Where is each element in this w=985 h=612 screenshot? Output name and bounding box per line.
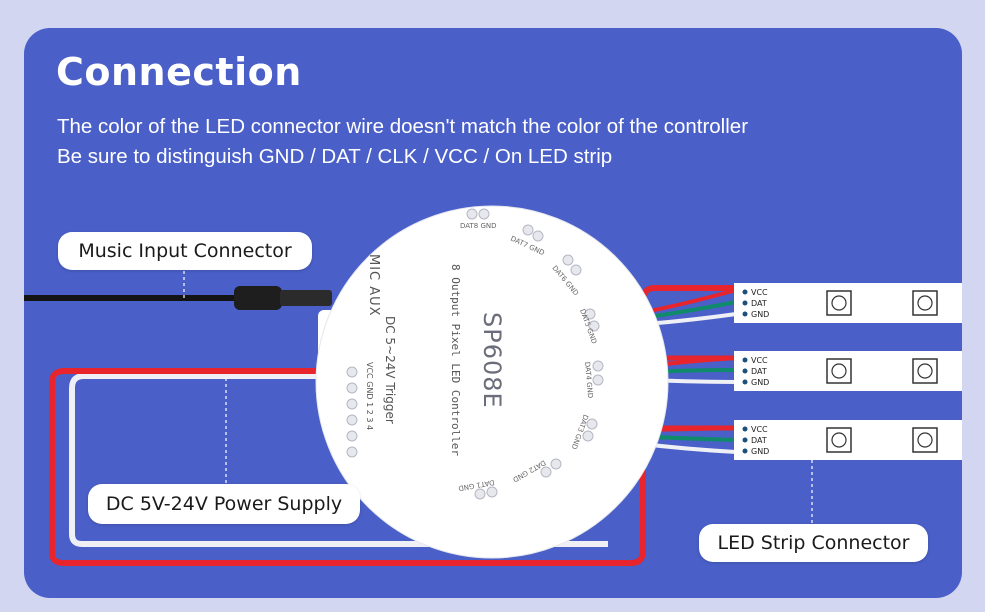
strip-1-dat: DAT (751, 299, 767, 308)
subtitle-line-1: The color of the LED connector wire does… (57, 115, 749, 138)
strip-1-vcc: VCC (751, 288, 768, 297)
page-title: Connection (56, 50, 302, 94)
controller-subtitle: 8 Output Pixel LED Controller (449, 264, 462, 456)
strip-1-gnd: GND (751, 310, 769, 319)
controller-power-label: DC 5~24V Trigger (383, 316, 397, 424)
output-label-8: DAT8 GND (460, 222, 497, 230)
music-input-label: Music Input Connector (58, 232, 312, 270)
strip-3-dat: DAT (751, 436, 767, 445)
controller-trigger-pins: VCC GND 1 2 3 4 (365, 362, 374, 430)
power-supply-label: DC 5V-24V Power Supply (88, 484, 360, 524)
subtitle-line-2: Be sure to distinguish GND / DAT / CLK /… (57, 145, 613, 168)
controller-model: SP608E (478, 312, 506, 409)
strip-3-vcc: VCC (751, 425, 768, 434)
power-wire-white (69, 373, 608, 547)
led-strip-3: VCC DAT GND (734, 420, 962, 460)
connection-panel: Connection The color of the LED connecto… (24, 28, 962, 598)
strip-2-vcc: VCC (751, 356, 768, 365)
wiring-diagram: SP608E 8 Output Pixel LED Controller MIC… (24, 205, 962, 566)
output-label-4: DAT4 GND (583, 361, 594, 398)
controller-port-labels: MIC AUX (366, 254, 381, 317)
strip-connector-label: LED Strip Connector (699, 524, 928, 562)
music-input-cable (24, 253, 332, 310)
controller: SP608E 8 Output Pixel LED Controller MIC… (315, 205, 669, 559)
strip-2-dat: DAT (751, 367, 767, 376)
led-strip-2: VCC DAT GND (734, 351, 962, 391)
led-strip-1: VCC DAT GND (734, 283, 962, 323)
strip-2-gnd: GND (751, 378, 769, 387)
strip-3-gnd: GND (751, 447, 769, 456)
